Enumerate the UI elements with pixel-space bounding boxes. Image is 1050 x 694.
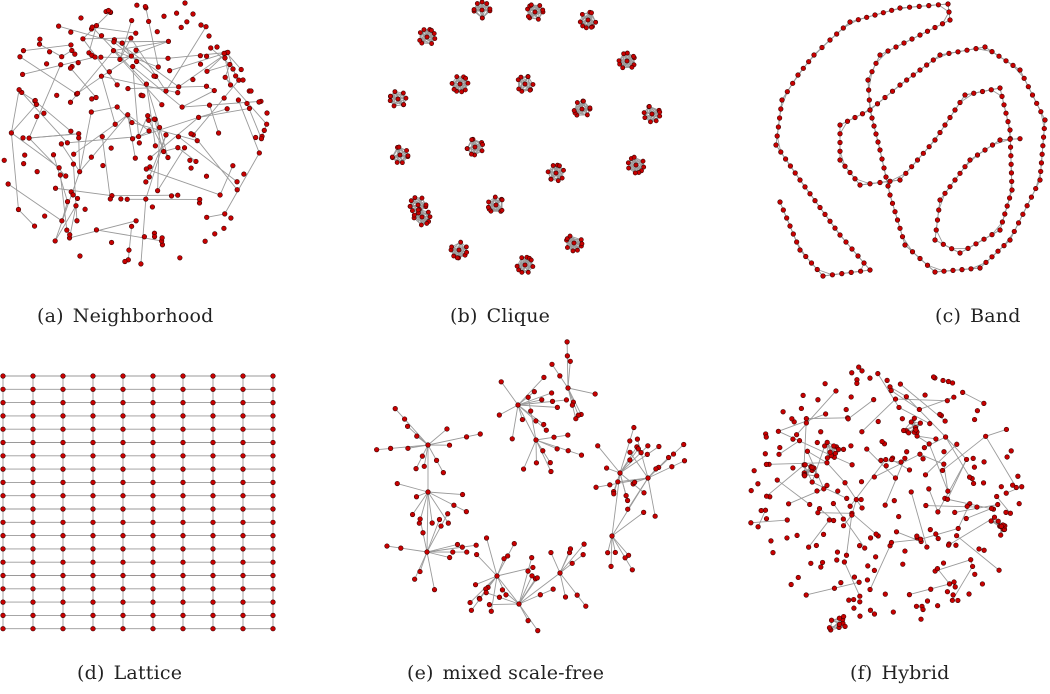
- caption-tag: (f): [850, 662, 873, 684]
- caption-b: (b) Clique: [450, 305, 550, 327]
- caption-tag: (c): [935, 305, 962, 327]
- caption-tag: (e): [407, 662, 434, 684]
- caption-f: (f) Hybrid: [850, 662, 949, 684]
- caption-d: (d) Lattice: [77, 662, 182, 684]
- caption-title: Lattice: [113, 662, 183, 684]
- caption-title: Neighborhood: [72, 305, 214, 327]
- caption-e: (e) mixed scale-free: [407, 662, 604, 684]
- caption-tag: (b): [450, 305, 478, 327]
- caption-tag: (a): [37, 305, 64, 327]
- caption-tag: (d): [77, 662, 105, 684]
- caption-title: Hybrid: [881, 662, 950, 684]
- caption-title: mixed scale-free: [442, 662, 605, 684]
- caption-title: Clique: [486, 305, 551, 327]
- caption-c: (c) Band: [935, 305, 1021, 327]
- caption-title: Band: [970, 305, 1021, 327]
- caption-a: (a) Neighborhood: [37, 305, 213, 327]
